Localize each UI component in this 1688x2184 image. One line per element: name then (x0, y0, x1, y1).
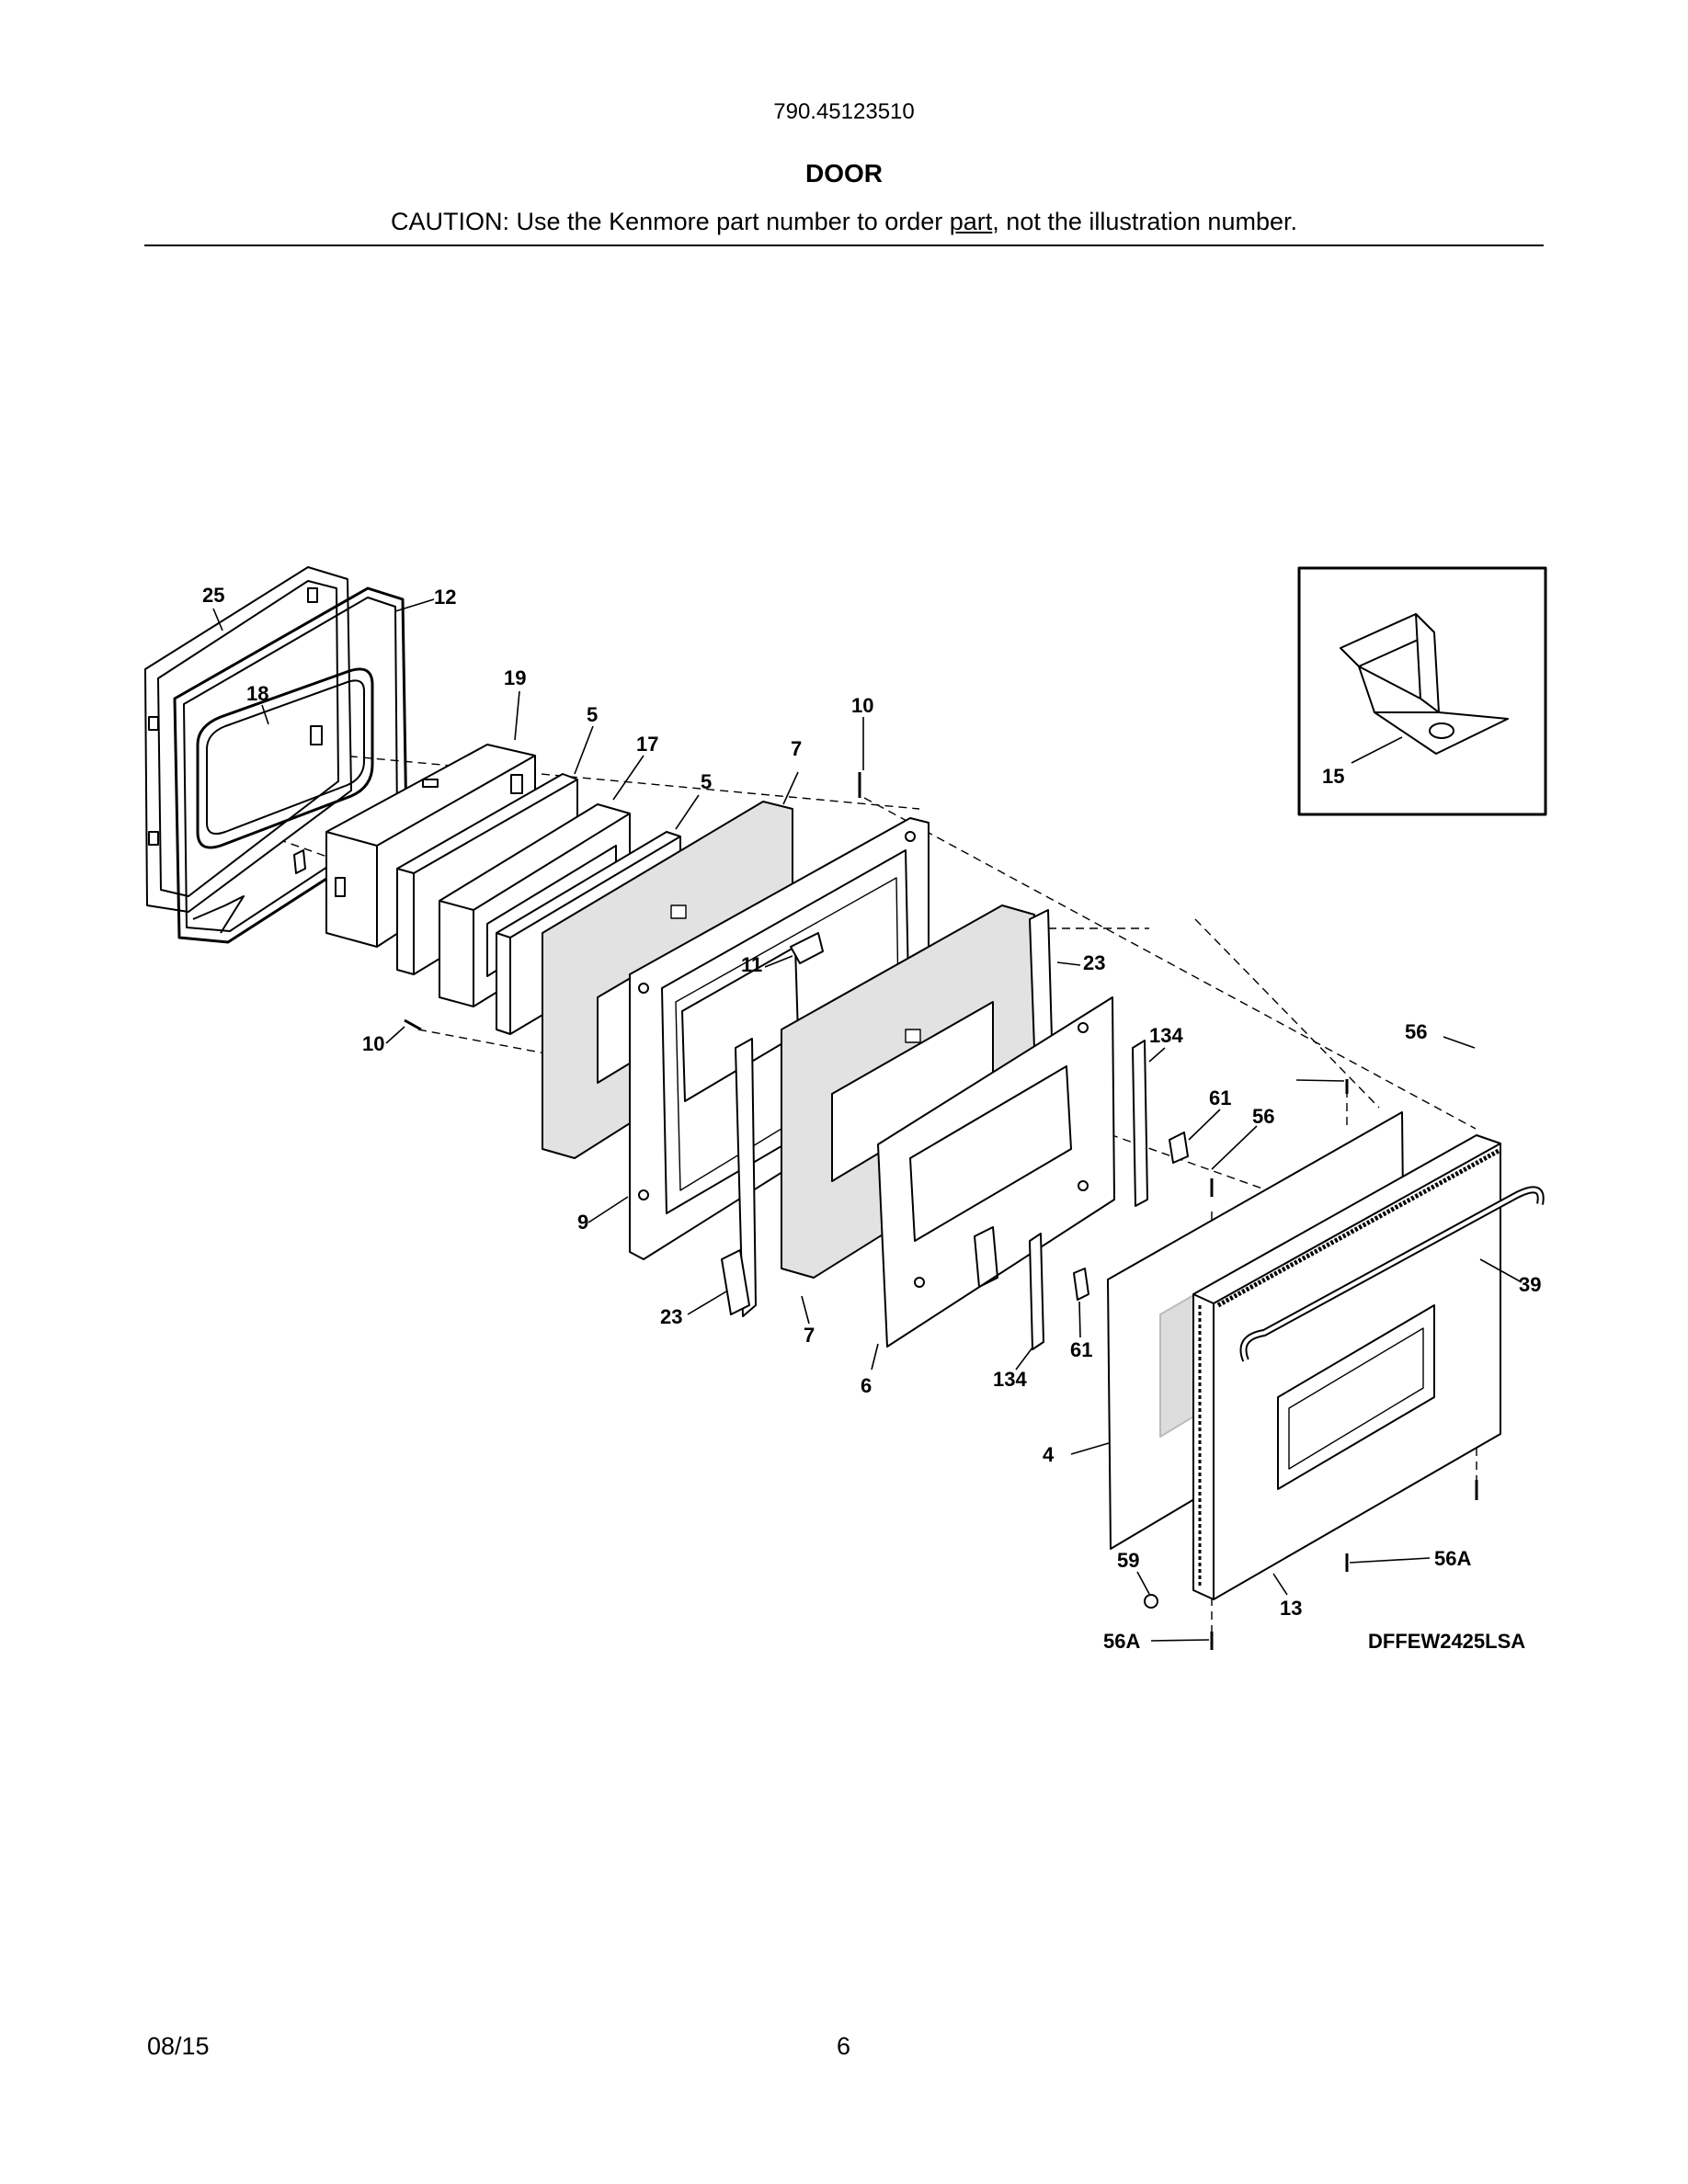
callout-12: 12 (434, 586, 456, 609)
callout-15: 15 (1322, 765, 1344, 788)
diagram-model-code: DFFEW2425LSA (1368, 1630, 1525, 1653)
callout-61-lower: 61 (1070, 1338, 1092, 1361)
part-134-bracket-upper (1132, 1040, 1148, 1207)
callout-134-upper: 134 (1149, 1024, 1183, 1047)
header-rule (144, 245, 1544, 246)
part-7-insulation-front (781, 904, 1035, 1279)
part-23-hinge-left (721, 1038, 757, 1317)
callout-4: 4 (1043, 1443, 1055, 1466)
callout-134-lower: 134 (993, 1368, 1027, 1391)
part-61-spacer-lower (1073, 1268, 1089, 1301)
callout-56-right: 56 (1405, 1020, 1427, 1043)
part-10-screw-left (404, 1018, 422, 1031)
callout-61-upper: 61 (1209, 1086, 1231, 1109)
section-title: DOOR (805, 159, 883, 188)
callout-6: 6 (861, 1374, 872, 1397)
part-56a-screws (1210, 1480, 1478, 1650)
callout-5a: 5 (587, 703, 598, 726)
part-39-door-handle (1239, 1186, 1545, 1362)
callout-13: 13 (1280, 1597, 1302, 1620)
inset-part-15 (1297, 566, 1547, 816)
callout-labels: 25 12 18 19 5 17 5 7 10 11 23 10 134 61 … (202, 584, 1541, 1653)
part-61-spacer-upper (1169, 1132, 1189, 1164)
callout-23-right: 23 (1083, 951, 1105, 974)
part-19-frame-box (293, 744, 536, 948)
callout-5b: 5 (701, 770, 712, 793)
callout-leaders (212, 598, 1523, 1642)
callout-56-left: 56 (1252, 1105, 1274, 1128)
part-11-bracket (790, 932, 824, 964)
callout-10-top: 10 (851, 694, 873, 717)
callout-56a-right: 56A (1434, 1547, 1471, 1570)
callout-10-left: 10 (362, 1032, 384, 1055)
caution-prefix: CAUTION: Use the Kenmore part number to … (391, 208, 950, 235)
callout-17: 17 (636, 733, 658, 756)
callout-59: 59 (1117, 1549, 1139, 1572)
callout-19: 19 (504, 666, 526, 689)
callout-23-left: 23 (660, 1305, 682, 1328)
callout-7-rear: 7 (791, 737, 802, 760)
callout-39: 39 (1519, 1273, 1541, 1296)
callout-56a-bottom: 56A (1103, 1630, 1140, 1653)
caution-suffix: , not the illustration number. (992, 208, 1297, 235)
callout-25: 25 (202, 584, 224, 607)
footer-page-number: 6 (837, 2032, 851, 2060)
footer-date: 08/15 (147, 2032, 210, 2060)
part-134-bracket-lower (1029, 1233, 1044, 1350)
callout-11: 11 (741, 953, 762, 976)
part-18-inner-seal (196, 667, 374, 849)
caution-part-link[interactable]: part (949, 208, 993, 235)
part-6-baffle-plate (877, 996, 1115, 1348)
callout-9: 9 (577, 1211, 588, 1234)
part-59-bumper (1144, 1594, 1158, 1609)
callout-7-front: 7 (804, 1324, 815, 1347)
model-number: 790.45123510 (773, 99, 915, 124)
callout-18: 18 (246, 682, 268, 705)
caution-note: CAUTION: Use the Kenmore part number to … (0, 208, 1688, 236)
part-13-outer-door (1192, 1134, 1501, 1600)
